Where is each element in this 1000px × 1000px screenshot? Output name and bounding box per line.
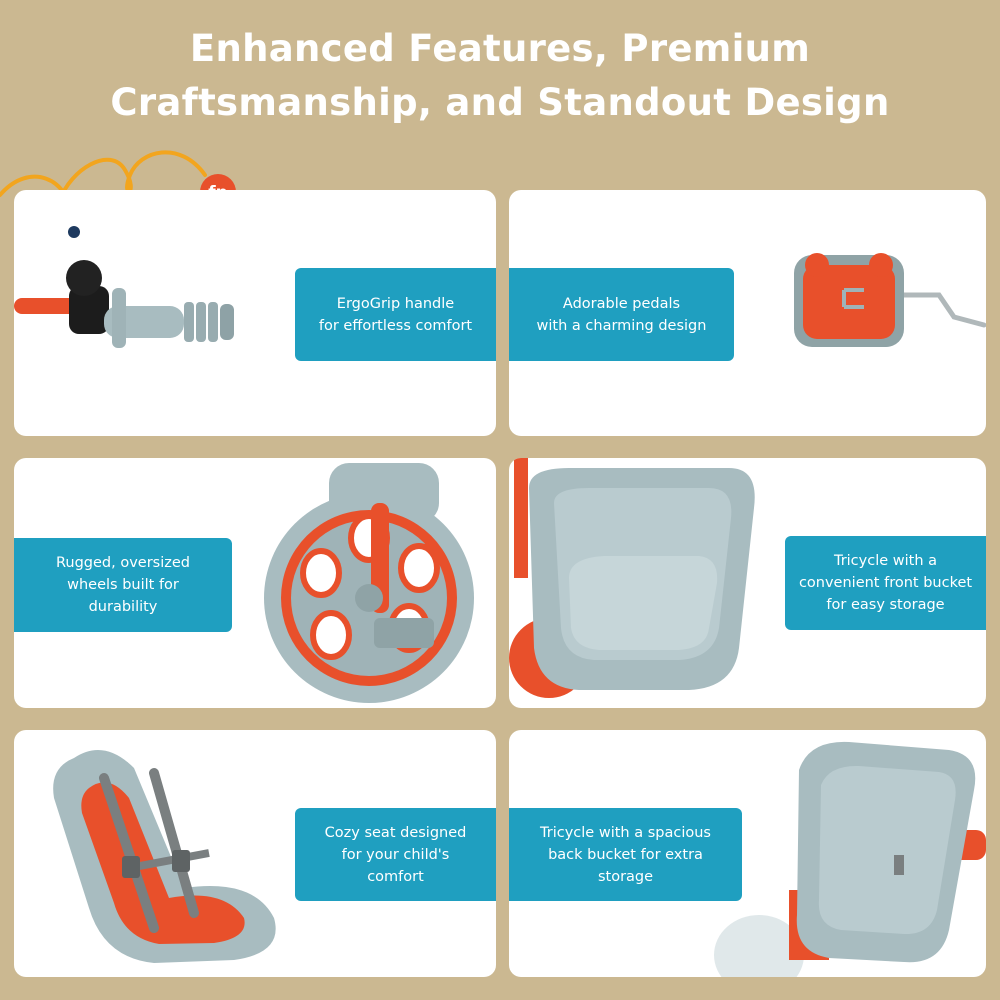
bear-pedal-icon [794,253,986,347]
wheel-icon [264,463,474,703]
feature-label: ErgoGrip handle for effortless comfort [295,268,496,361]
feature-card-pedals: Adorable pedals with a charming design [509,190,986,436]
feature-label: Tricycle with a spacious back bucket for… [509,808,742,901]
feature-card-wheels: Rugged, oversized wheels built for durab… [14,458,496,708]
feature-label: Adorable pedals with a charming design [509,268,734,361]
headline: Enhanced Features, Premium Craftsmanship… [0,22,1000,130]
front-bucket-icon [509,458,755,698]
feature-card-seat: Cozy seat designed for your child's comf… [14,730,496,977]
handlebar-grip-icon [14,226,234,348]
seat-icon [53,750,276,963]
feature-card-front-bucket: Tricycle with a convenient front bucket … [509,458,986,708]
headline-line-1: Enhanced Features, Premium [189,27,811,70]
headline-line-2: Craftsmanship, and Standout Design [110,81,890,124]
feature-label: Cozy seat designed for your child's comf… [295,808,496,901]
back-bucket-icon [714,741,986,977]
feature-card-back-bucket: Tricycle with a spacious back bucket for… [509,730,986,977]
feature-label: Rugged, oversized wheels built for durab… [14,538,232,632]
feature-card-handle: ErgoGrip handle for effortless comfort [14,190,496,436]
feature-label: Tricycle with a convenient front bucket … [785,536,986,630]
